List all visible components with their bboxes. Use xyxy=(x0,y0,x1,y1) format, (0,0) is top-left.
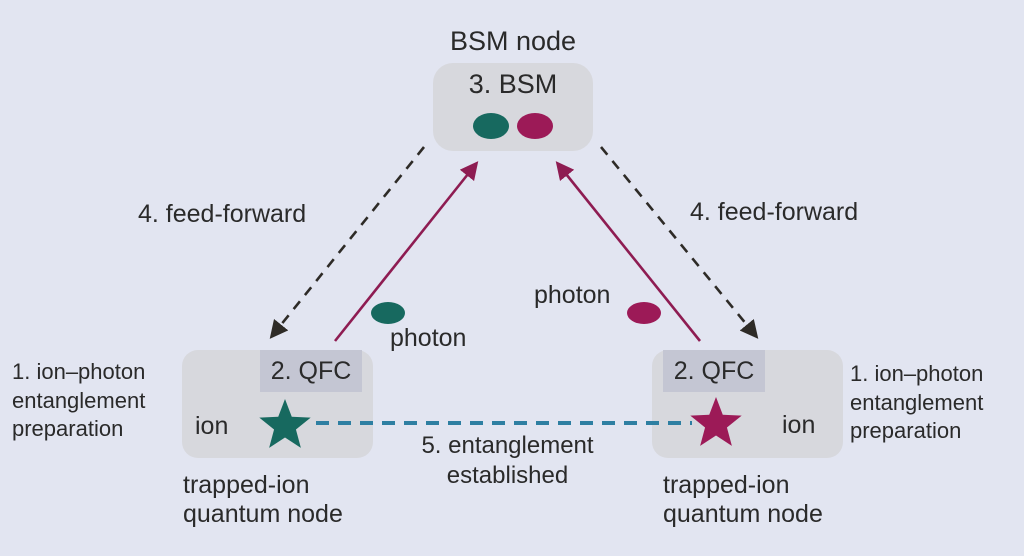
photon-dot-right xyxy=(627,302,661,324)
photon-dot-left xyxy=(371,302,405,324)
feed-forward-arrow-left xyxy=(269,146,426,339)
photon-label-right: photon xyxy=(534,281,611,309)
right-caption-line1: trapped-ion xyxy=(663,471,790,499)
left-caption-line2: quantum node xyxy=(183,500,343,528)
right-note-line2: entanglement xyxy=(850,389,984,415)
left-quantum-node-box: 2. QFC ion xyxy=(182,350,373,458)
entanglement-label-line1: 5. entanglement xyxy=(421,432,594,459)
right-quantum-node-box: 2. QFC ion xyxy=(652,350,843,458)
right-qfc-box: 2. QFC xyxy=(663,350,765,392)
left-caption-line1: trapped-ion xyxy=(183,471,310,499)
entanglement-established-label: 5. entanglement established xyxy=(395,431,620,491)
bsm-node-title: BSM node xyxy=(449,26,577,56)
right-node-caption: trapped-ion quantum node xyxy=(663,471,823,529)
feed-forward-arrow-right xyxy=(599,146,759,339)
photon-arrow-left xyxy=(333,161,479,342)
left-note-line3: preparation xyxy=(12,416,124,441)
left-note-line2: entanglement xyxy=(12,387,146,413)
left-ion-label: ion xyxy=(195,412,229,440)
feed-forward-label-right: 4. feed-forward xyxy=(690,198,859,226)
right-note-line1: 1. ion–photon xyxy=(850,361,984,386)
right-note-line3: preparation xyxy=(850,418,962,443)
photon-label-left: photon xyxy=(390,324,467,352)
left-note-line1: 1. ion–photon xyxy=(12,359,146,384)
feed-forward-label-left: 4. feed-forward xyxy=(138,200,307,228)
left-qfc-box: 2. QFC xyxy=(260,350,362,392)
bsm-box-label: 3. BSM xyxy=(468,69,558,99)
bsm-box: 3. BSM xyxy=(433,63,593,151)
right-preparation-note: 1. ion–photon entanglement preparation xyxy=(850,360,983,446)
left-preparation-note: 1. ion–photon entanglement preparation xyxy=(12,358,145,444)
photon-arrow-right xyxy=(555,161,702,342)
right-caption-line2: quantum node xyxy=(663,500,823,528)
right-ion-label: ion xyxy=(782,411,816,439)
left-node-caption: trapped-ion quantum node xyxy=(183,471,343,529)
entanglement-label-line2: established xyxy=(446,462,569,489)
